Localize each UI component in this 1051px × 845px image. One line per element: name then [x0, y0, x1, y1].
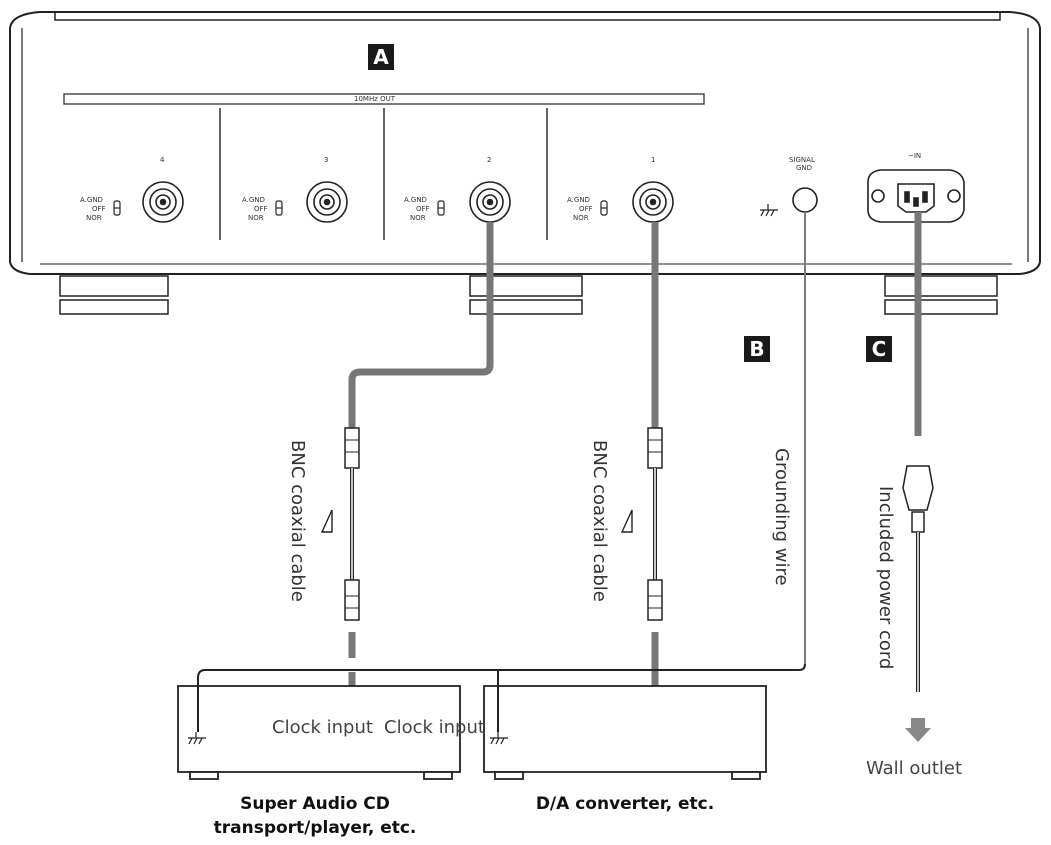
signal-gnd-label-2: GND	[796, 164, 813, 172]
ground-symbol-panel	[760, 204, 778, 217]
ac-in-label: ~IN	[908, 152, 922, 160]
unit-feet	[59, 275, 998, 315]
sacd-name-line1: Super Audio CD	[240, 794, 390, 814]
bnc-cable-left-label: BNC coaxial cable	[287, 440, 308, 602]
ac-inlet	[867, 169, 965, 223]
bnc-cable-left	[344, 222, 494, 712]
wall-outlet-label: Wall outlet	[866, 758, 963, 779]
channel-number-4: 4	[160, 156, 165, 164]
output-title-strip	[63, 93, 705, 105]
channel-dividers	[219, 108, 548, 240]
switch-label-agnd-4: A.GND	[80, 196, 103, 204]
power-cord-label: Included power cord	[875, 486, 896, 670]
marker-a: A	[368, 44, 394, 70]
switch-label-agnd-1: A.GND	[567, 196, 590, 204]
marker-c: C	[866, 336, 892, 362]
channel-number-1: 1	[651, 156, 656, 164]
switch-label-off-2: OFF	[416, 205, 430, 213]
switch-label-off-3: OFF	[254, 205, 268, 213]
channel-number-3: 3	[324, 156, 329, 164]
da-converter	[483, 685, 767, 780]
ground-switches	[113, 200, 608, 216]
signal-gnd-label-1: SIGNAL	[789, 156, 815, 164]
channel-number-2: 2	[487, 156, 492, 164]
switch-label-nor-2: NOR	[410, 214, 426, 222]
bnc-jack-2	[469, 181, 511, 223]
bnc-cable-right-label: BNC coaxial cable	[589, 440, 610, 602]
switch-label-nor-1: NOR	[573, 214, 589, 222]
switch-label-nor-3: NOR	[248, 214, 264, 222]
switch-label-off-1: OFF	[579, 205, 593, 213]
dac-name: D/A converter, etc.	[535, 794, 715, 814]
signal-direction-arrows	[320, 509, 633, 533]
sacd-name-line2: transport/player, etc.	[213, 818, 417, 838]
marker-b: B	[744, 336, 770, 362]
ground-symbol-device	[188, 732, 508, 745]
bnc-jack-4	[142, 181, 184, 223]
signal-gnd-terminal	[792, 187, 818, 213]
bnc-jack-1	[632, 181, 674, 223]
bnc-jack-3	[306, 181, 348, 223]
sacd-clock-input-label: Clock input	[272, 717, 373, 738]
dac-clock-input-label: Clock input	[384, 717, 485, 738]
switch-label-nor-4: NOR	[86, 214, 102, 222]
grounding-wire-overlay	[197, 669, 799, 732]
power-cord	[902, 212, 934, 742]
bnc-cable-right	[647, 222, 663, 712]
switch-label-agnd-3: A.GND	[242, 196, 265, 204]
output-title: 10MHz OUT	[354, 95, 396, 103]
switch-label-agnd-2: A.GND	[404, 196, 427, 204]
sacd-player	[177, 685, 461, 780]
grounding-wire-label: Grounding wire	[771, 448, 792, 586]
switch-label-off-4: OFF	[92, 205, 106, 213]
clock-unit	[9, 11, 1041, 275]
